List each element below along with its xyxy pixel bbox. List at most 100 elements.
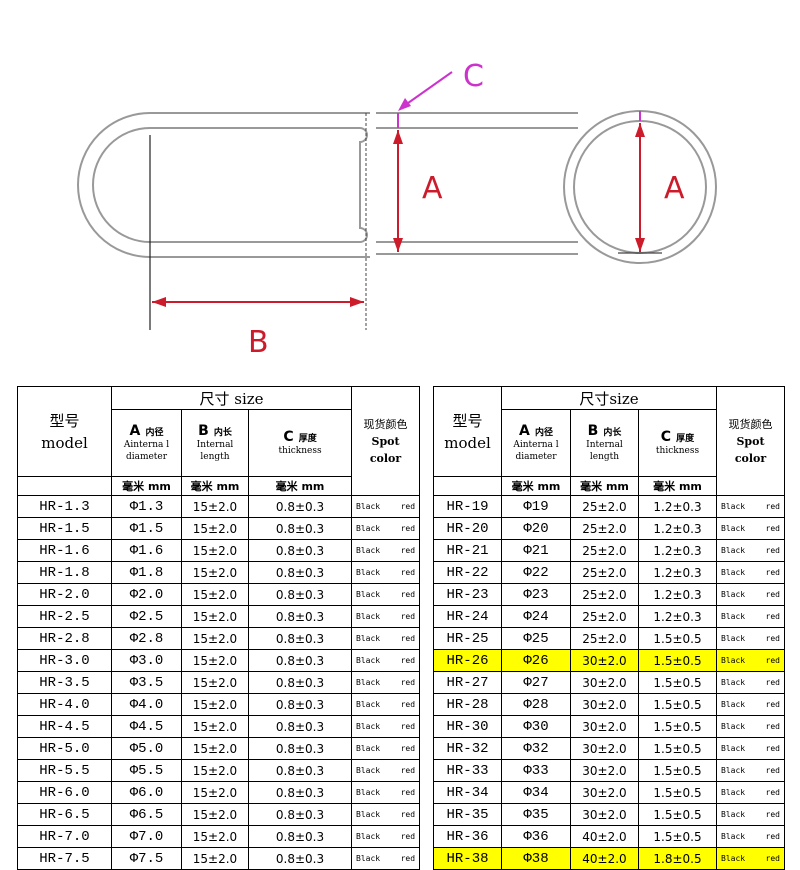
model-cell: HR-1.6 (17, 539, 112, 562)
color-black: Black (356, 832, 381, 841)
length-cell: 25±2.0 (570, 583, 639, 606)
length-cell: 25±2.0 (570, 517, 639, 540)
dimension-diagram: B A C A (77, 59, 717, 360)
color-red: red (400, 524, 416, 533)
diameter-cell: Φ3.0 (111, 649, 182, 672)
length-cell: 30±2.0 (570, 671, 639, 694)
model-cell: HR-22 (433, 561, 502, 584)
diameter-cell: Φ6.0 (111, 781, 182, 804)
thickness-cell: 1.5±0.5 (638, 671, 717, 694)
arrowhead-icon (398, 98, 411, 111)
model-cell: HR-38 (433, 847, 502, 870)
color-black: Black (356, 766, 381, 775)
thickness-cell: 0.8±0.3 (247, 627, 353, 650)
color-red: red (400, 766, 416, 775)
thickness-cell: 0.8±0.3 (247, 605, 353, 628)
length-cell: 30±2.0 (570, 803, 639, 826)
label-a-end: A (664, 171, 685, 206)
diameter-cell: Φ27 (501, 671, 571, 694)
thickness-cell: 0.8±0.3 (247, 495, 353, 518)
unit-spacer (17, 476, 112, 496)
thickness-cell: 1.5±0.5 (638, 781, 717, 804)
color-black: Black (721, 810, 746, 819)
color-red: red (765, 788, 780, 797)
diameter-cell: Φ1.6 (111, 539, 182, 562)
color-red: red (400, 678, 416, 687)
length-cell: 15±2.0 (181, 517, 249, 540)
thickness-cell: 1.2±0.3 (638, 583, 717, 606)
size-header: 尺寸size (501, 386, 717, 410)
length-cell: 15±2.0 (181, 649, 249, 672)
thickness-cell: 0.8±0.3 (247, 539, 353, 562)
color-red: red (400, 502, 416, 511)
color-black: Black (721, 700, 746, 709)
color-black: Black (721, 744, 746, 753)
model-cell: HR-20 (433, 517, 502, 540)
color-red: red (765, 766, 780, 775)
color-black: Black (356, 678, 381, 687)
label-a-side: A (422, 171, 443, 206)
color-red: red (765, 568, 780, 577)
length-cell: 40±2.0 (570, 825, 639, 848)
diameter-cell: Φ5.5 (111, 759, 182, 782)
color-black: Black (356, 524, 381, 533)
length-cell: 15±2.0 (181, 583, 249, 606)
diameter-cell: Φ2.8 (111, 627, 182, 650)
model-cell: HR-2.0 (17, 583, 112, 606)
length-cell: 30±2.0 (570, 693, 639, 716)
unit-cell: 毫米 mm (181, 476, 249, 496)
color-black: Black (721, 590, 746, 599)
arrowhead-icon (393, 238, 403, 252)
color-red: red (765, 854, 780, 863)
diameter-cell: Φ2.5 (111, 605, 182, 628)
color-red: red (765, 524, 780, 533)
length-cell: 15±2.0 (181, 671, 249, 694)
color-black: Black (721, 788, 746, 797)
model-cell: HR-30 (433, 715, 502, 738)
length-cell: 15±2.0 (181, 627, 249, 650)
diameter-cell: Φ22 (501, 561, 571, 584)
color-black: Black (721, 766, 746, 775)
length-cell: 30±2.0 (570, 737, 639, 760)
thickness-cell: 0.8±0.3 (247, 649, 353, 672)
diameter-cell: Φ33 (501, 759, 571, 782)
length-cell: 30±2.0 (570, 759, 639, 782)
thickness-cell: 1.5±0.5 (638, 627, 717, 650)
length-cell: 15±2.0 (181, 737, 249, 760)
label-b: B (248, 325, 269, 360)
diameter-cell: Φ30 (501, 715, 571, 738)
model-cell: HR-6.0 (17, 781, 112, 804)
unit-cell: 毫米 mm (247, 476, 353, 496)
thickness-cell: 1.8±0.5 (638, 847, 717, 870)
length-cell: 25±2.0 (570, 561, 639, 584)
diameter-cell: Φ4.0 (111, 693, 182, 716)
model-cell: HR-25 (433, 627, 502, 650)
